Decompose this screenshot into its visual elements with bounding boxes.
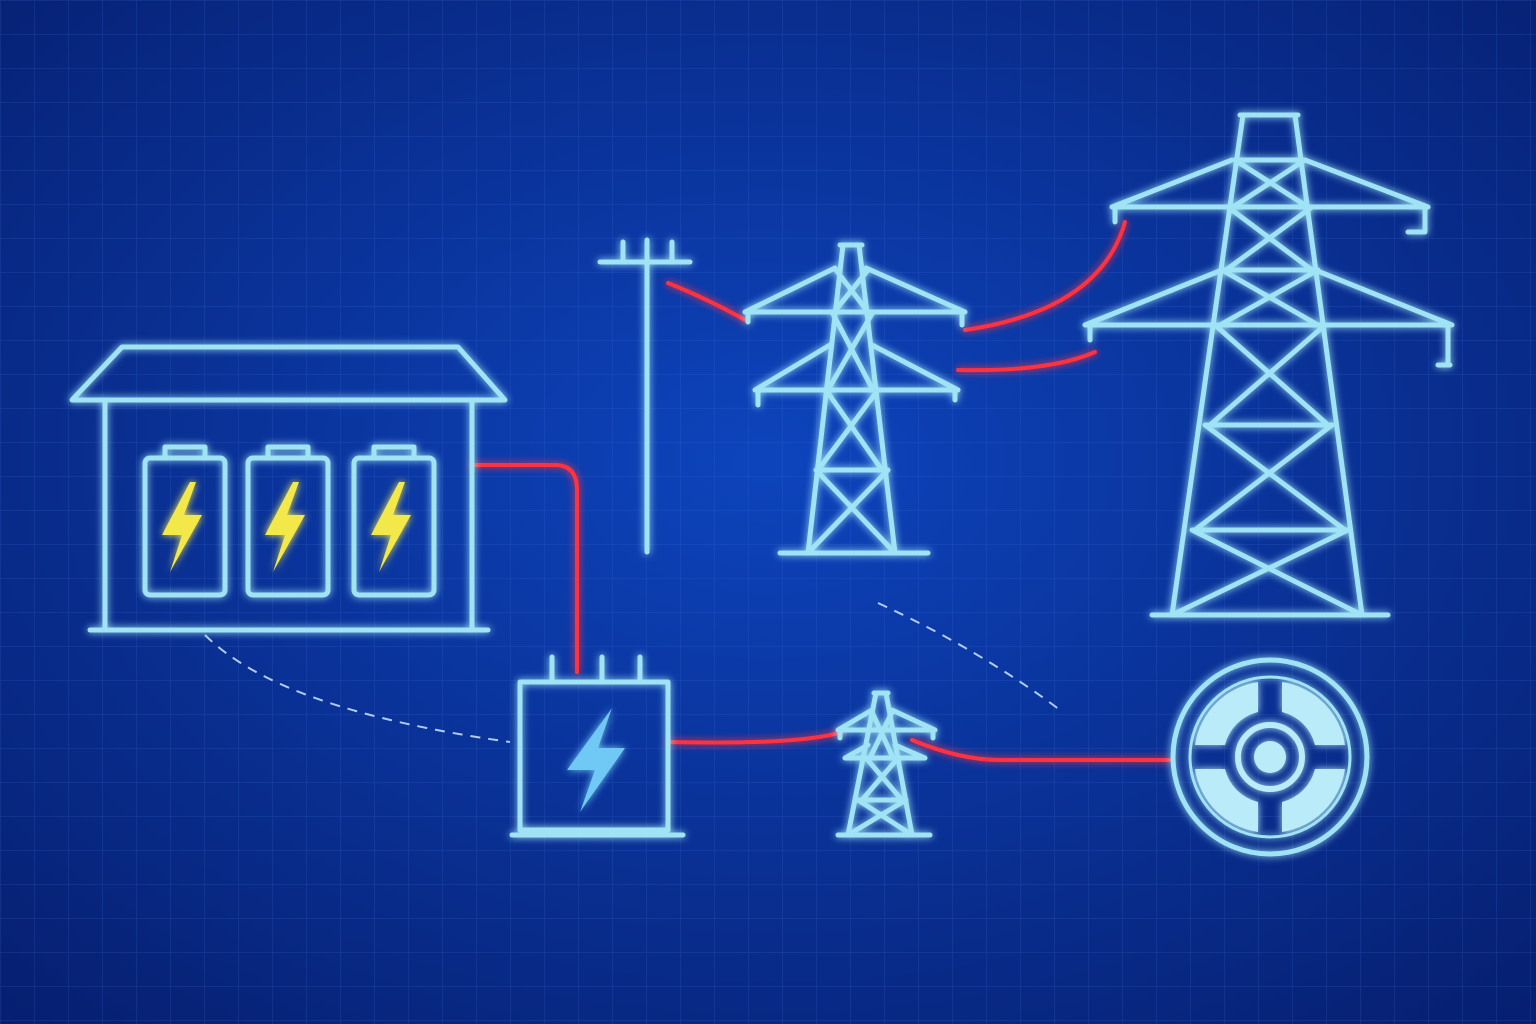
dashed-link-tower-meter — [877, 602, 1061, 711]
battery-storage-building-icon — [69, 344, 508, 633]
dashed-link-storage-transformer — [204, 634, 511, 743]
cable-storage-transformer — [470, 463, 579, 674]
cable-small-tower-meter — [910, 738, 1172, 762]
transmission-tower-icon — [835, 690, 938, 838]
battery-icon — [245, 444, 331, 598]
cable-tower-large-tower-mid — [956, 350, 1097, 373]
cable-pole-tower — [666, 281, 747, 322]
battery-icon — [351, 444, 437, 598]
cable-tower-large-tower-top — [963, 220, 1127, 332]
transmission-tower-icon — [1082, 112, 1455, 618]
transmission-tower-icon — [742, 242, 968, 556]
transformer-icon — [509, 654, 686, 838]
consumer-meter-icon — [1170, 657, 1370, 857]
cable-transformer-small-tower — [668, 730, 844, 745]
battery-icon — [142, 444, 228, 598]
utility-pole-icon — [597, 237, 693, 555]
